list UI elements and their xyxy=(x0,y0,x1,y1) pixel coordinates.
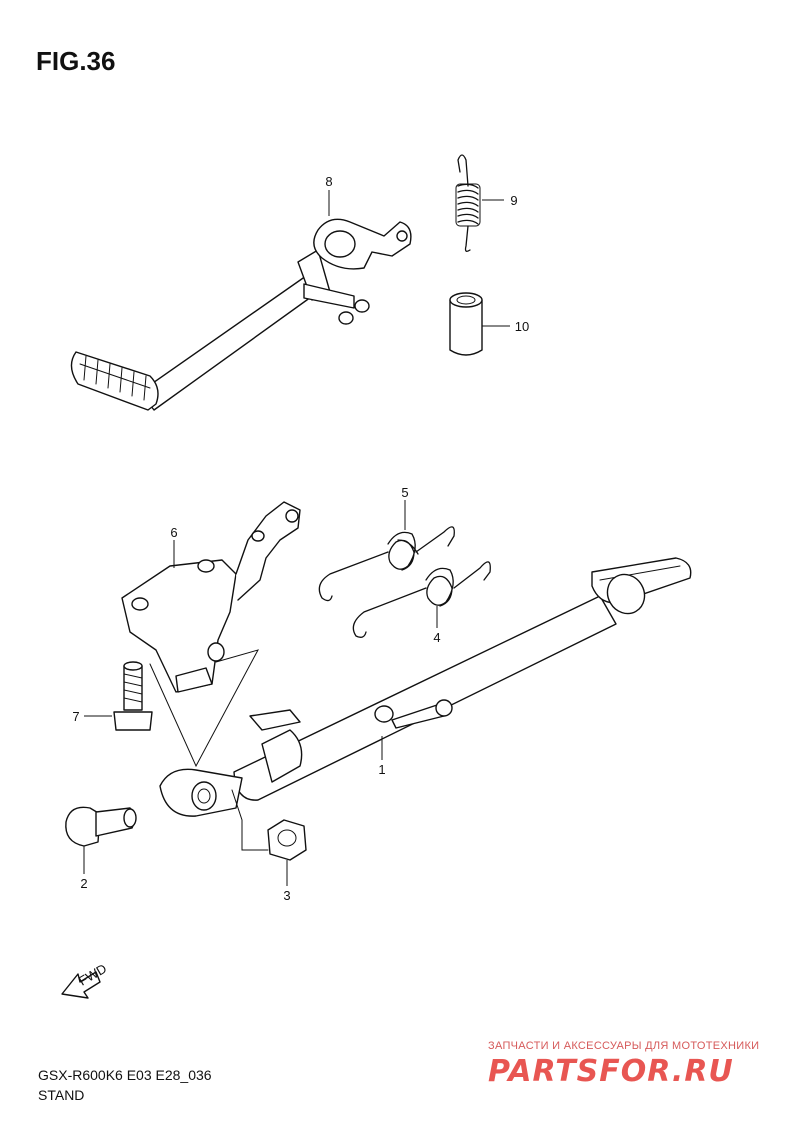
callout-5[interactable]: 5 xyxy=(401,485,408,500)
callout-6[interactable]: 6 xyxy=(170,525,177,540)
watermark-logo: PARTSFOR.RU xyxy=(488,1054,734,1089)
spring-part-4[interactable] xyxy=(352,561,491,638)
watermark: ЗАПЧАСТИ И АКСЕССУАРЫ ДЛЯ МОТОТЕХНИКИ PA… xyxy=(488,1040,788,1089)
callout-4[interactable]: 4 xyxy=(433,630,440,645)
fwd-arrow-icon xyxy=(61,971,101,999)
callout-10[interactable]: 10 xyxy=(515,319,529,334)
spring-part-5[interactable] xyxy=(318,500,455,602)
nut-part-3[interactable] xyxy=(267,819,307,886)
callout-1[interactable]: 1 xyxy=(378,762,385,777)
callout-8[interactable]: 8 xyxy=(325,174,332,189)
callout-7[interactable]: 7 xyxy=(72,709,79,724)
side-stand-part-1[interactable] xyxy=(159,557,692,817)
bolt-part-7[interactable] xyxy=(84,661,153,731)
shoulder-bolt-part-2[interactable] xyxy=(65,806,137,874)
pedal-lever-part-8[interactable] xyxy=(70,190,412,411)
callout-9[interactable]: 9 xyxy=(510,193,517,208)
figure-title: FIG.36 xyxy=(36,46,116,76)
watermark-tagline: ЗАПЧАСТИ И АКСЕССУАРЫ ДЛЯ МОТОТЕХНИКИ xyxy=(488,1040,760,1052)
callout-3[interactable]: 3 xyxy=(283,888,290,903)
bushing-part-10[interactable] xyxy=(449,292,510,356)
callout-2[interactable]: 2 xyxy=(80,876,87,891)
bracket-part-6[interactable] xyxy=(121,501,301,693)
footer-model-code: GSX-R600K6 E03 E28_036 xyxy=(38,1067,212,1083)
spring-part-9[interactable] xyxy=(455,154,504,252)
footer-section-name: STAND xyxy=(38,1087,85,1103)
assembly-lines xyxy=(149,649,269,851)
